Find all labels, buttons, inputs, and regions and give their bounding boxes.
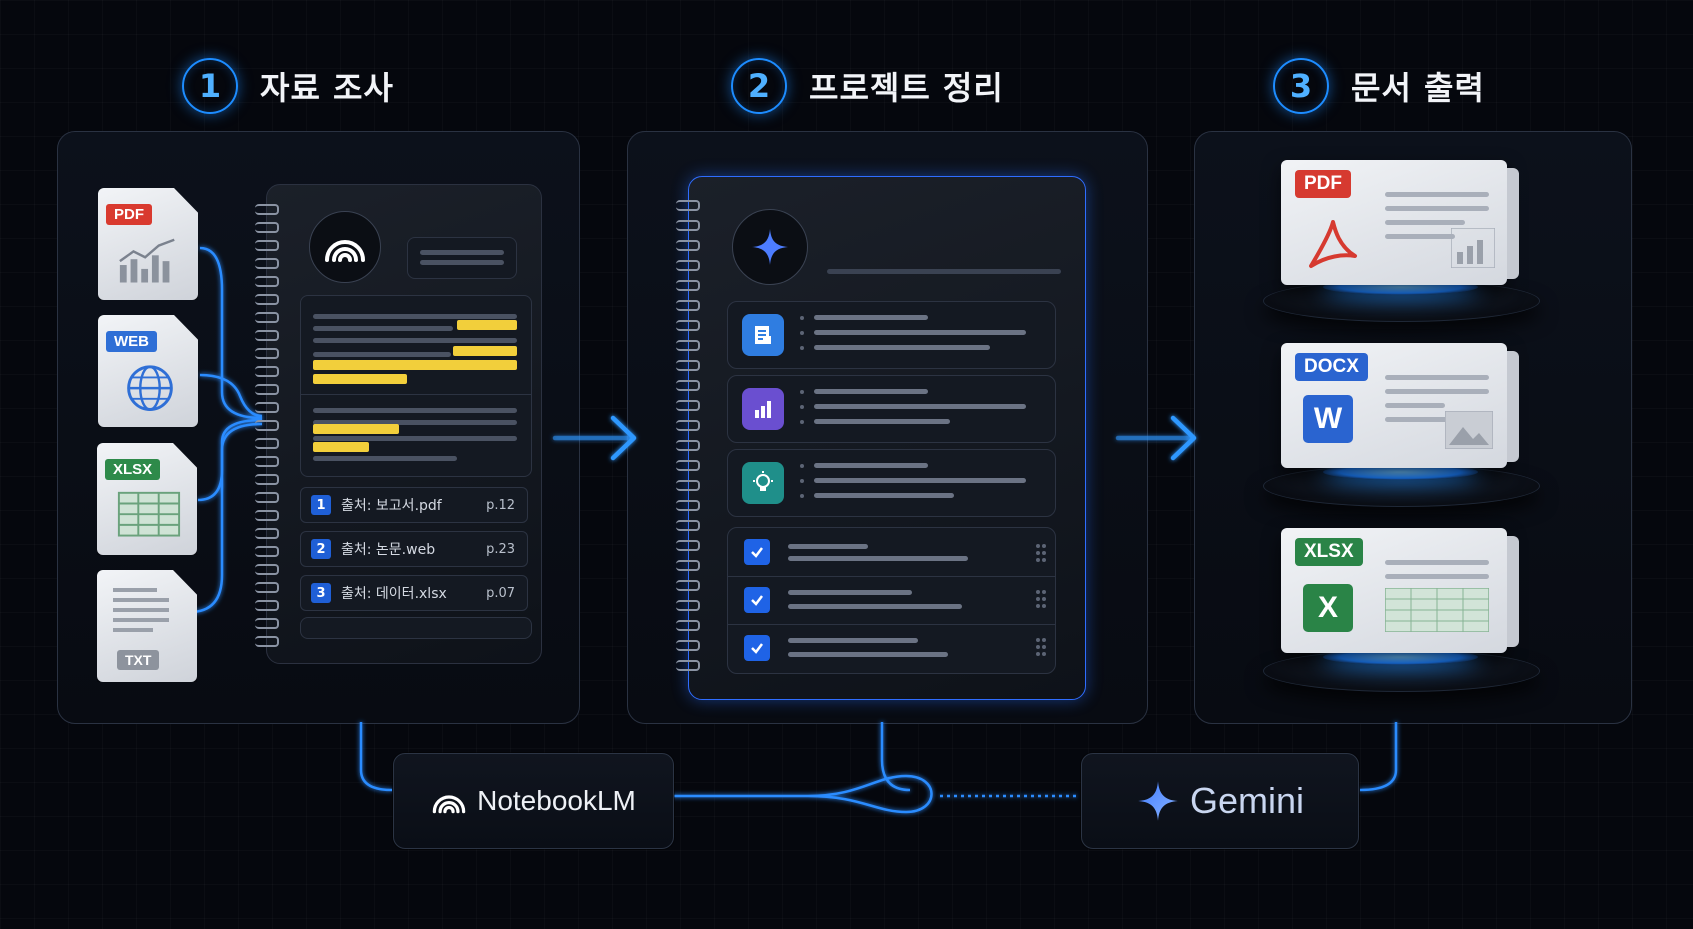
step-number: 1 — [182, 58, 238, 114]
step-title: 프로젝트 정리 — [809, 69, 1004, 107]
doc-tag: XLSX — [1295, 538, 1363, 566]
chart-icon — [119, 238, 175, 283]
citation-text: 출처: 데이터.xlsx — [341, 586, 447, 602]
notebooklm-icon — [432, 795, 466, 814]
pdf-connector — [199, 246, 263, 420]
step-title: 자료 조사 — [260, 69, 394, 107]
image-placeholder-icon — [1445, 411, 1493, 449]
loop-link — [672, 774, 933, 814]
output-docx: DOCX W — [1281, 343, 1519, 468]
citation-number: 2 — [311, 539, 331, 559]
citation-row[interactable]: 2 출처: 논문.web p.23 — [300, 531, 528, 567]
citation-number: 3 — [311, 583, 331, 603]
gemini-logo — [732, 209, 808, 285]
citation-text: 출처: 보고서.pdf — [341, 498, 442, 514]
spreadsheet-icon — [117, 491, 181, 537]
citation-row[interactable]: 1 출처: 보고서.pdf p.12 — [300, 487, 528, 523]
globe-icon — [127, 365, 173, 411]
citation-text: 출처: 논문.web — [341, 542, 436, 558]
word-icon: W — [1303, 395, 1353, 443]
notebooklm-link — [359, 722, 393, 792]
check-icon[interactable] — [744, 539, 770, 565]
citation-page: p.12 — [486, 497, 515, 513]
task-row[interactable] — [728, 624, 1055, 672]
citation-footer-placeholder — [300, 617, 532, 639]
task-row[interactable] — [728, 528, 1055, 577]
arrow-2-head — [1170, 415, 1197, 461]
organize-card-chart[interactable] — [727, 375, 1056, 443]
check-icon[interactable] — [744, 587, 770, 613]
task-row[interactable] — [728, 576, 1055, 625]
organize-link — [880, 722, 911, 792]
citation-page: p.23 — [486, 541, 515, 557]
web-connector — [199, 373, 263, 418]
notebooklm-label: NotebookLM — [477, 785, 636, 816]
excel-icon: X — [1303, 584, 1353, 632]
header-placeholder — [407, 237, 517, 279]
arrow-1-head — [610, 415, 637, 461]
lightbulb-icon — [742, 462, 784, 504]
highlighted-notes — [300, 295, 532, 477]
citation-page: p.07 — [486, 585, 515, 601]
glow — [1323, 649, 1478, 665]
step-1-header: 1 자료 조사 — [182, 58, 394, 114]
citation-row[interactable]: 3 출처: 데이터.xlsx p.07 — [300, 575, 528, 611]
organize-card-idea[interactable] — [727, 449, 1056, 517]
txt-connector — [189, 422, 263, 614]
txt-file: TXT — [97, 570, 197, 682]
output-pdf: PDF — [1281, 160, 1519, 285]
document-icon — [742, 314, 784, 356]
doc-tag: PDF — [1295, 170, 1351, 198]
organize-card-document[interactable] — [727, 301, 1056, 369]
check-icon[interactable] — [744, 635, 770, 661]
file-tag: TXT — [117, 650, 160, 670]
bar-chart-icon — [1451, 228, 1495, 268]
gemini-label: Gemini — [1189, 780, 1305, 821]
task-checklist — [727, 527, 1056, 674]
web-file: WEB — [98, 315, 198, 427]
step-title: 문서 출력 — [1351, 69, 1485, 107]
step-number: 2 — [731, 58, 787, 114]
notebooklm-logo — [309, 211, 381, 283]
notebooklm-badge[interactable]: NotebookLM — [393, 753, 674, 849]
citation-number: 1 — [311, 495, 331, 515]
doc-tag: DOCX — [1295, 353, 1368, 381]
gemini-badge[interactable]: Gemini — [1081, 753, 1359, 849]
pdf-file: PDF — [98, 188, 198, 300]
text-lines-icon — [113, 588, 169, 632]
file-tag: WEB — [106, 331, 157, 352]
notebooklm-icon — [325, 240, 365, 262]
output-xlsx: XLSX X — [1281, 528, 1519, 653]
xlsx-file: XLSX — [97, 443, 197, 555]
file-tag: PDF — [106, 204, 152, 225]
step-3-header: 3 문서 출력 — [1273, 58, 1485, 114]
file-tag: XLSX — [105, 459, 161, 480]
bar-chart-icon — [742, 388, 784, 430]
gemini-link — [1359, 722, 1398, 792]
glow — [1323, 464, 1478, 480]
sparkle-icon — [752, 229, 788, 265]
step-number: 3 — [1273, 58, 1329, 114]
sparkle-icon — [1138, 781, 1178, 821]
step-2-header: 2 프로젝트 정리 — [731, 58, 1004, 114]
acrobat-icon — [1309, 220, 1357, 268]
spreadsheet-icon — [1385, 588, 1489, 632]
